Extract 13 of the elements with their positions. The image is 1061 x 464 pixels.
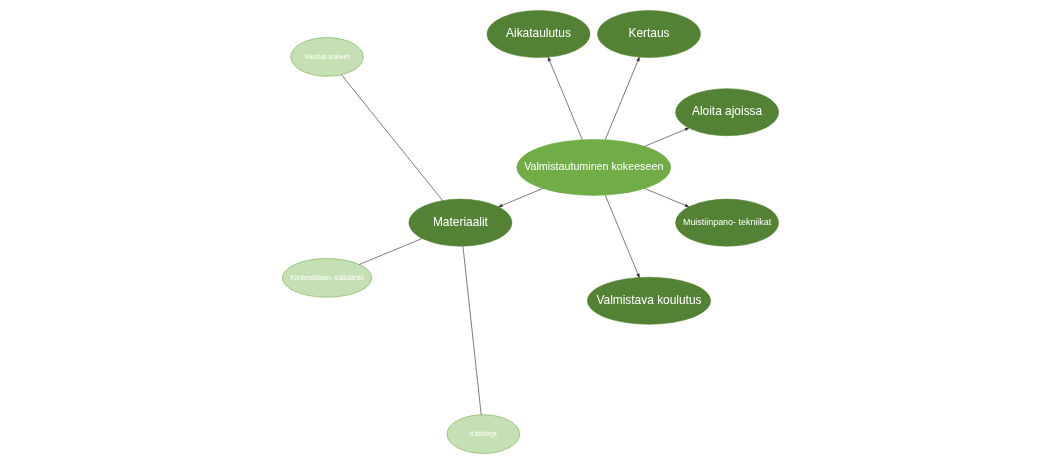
arrow — [547, 57, 583, 140]
node-ellipse: Kertaus — [597, 10, 701, 58]
node-ellipse: Aloita ajoissa — [675, 88, 779, 136]
arrow — [604, 57, 640, 140]
arrow — [644, 188, 690, 208]
arrow — [604, 194, 640, 278]
node-ellipse: Valmistautuminen kokeeseen — [516, 139, 672, 196]
arrow — [498, 188, 544, 208]
node-ellipse: Materiaalit — [408, 198, 513, 247]
arrow — [644, 127, 690, 147]
node-ellipse: Aikataulutus — [486, 10, 591, 58]
node-ellipse: Valmistava koulutus — [587, 276, 711, 325]
node-ellipse: Muistiinpano- tekniikat — [675, 198, 779, 247]
